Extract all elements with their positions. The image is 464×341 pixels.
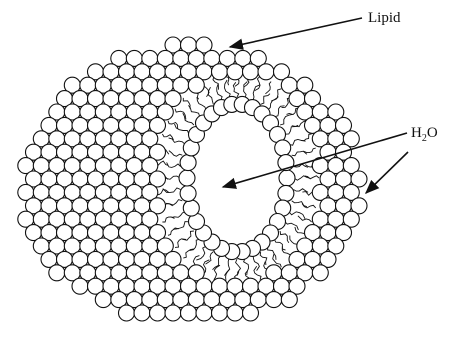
lipid-tail [280, 114, 293, 125]
lipid-tail [167, 162, 181, 167]
lipid-tail [208, 87, 213, 104]
lipid-head [281, 292, 297, 308]
lipid-tail [175, 124, 190, 134]
lipid-tail [303, 148, 315, 153]
lipid-head [196, 305, 212, 321]
inner-lipid-head [279, 170, 295, 186]
inner-lipid-head [183, 200, 199, 216]
lipid-tail [302, 204, 316, 208]
lipid-tail [172, 212, 186, 218]
lipid-head [72, 278, 88, 294]
lipid-tail [280, 231, 289, 243]
lipid-head [119, 305, 135, 321]
lipid-head [312, 265, 328, 281]
lipid-arrow [230, 18, 362, 47]
lipid-head [188, 77, 204, 93]
inner-lipid-head [278, 185, 294, 201]
lipid-tail [166, 200, 182, 205]
inner-lipid-head [179, 170, 195, 186]
lipid-head [212, 305, 228, 321]
lipid-tail [261, 94, 270, 105]
lipid-tail [162, 217, 174, 222]
lipid-head [49, 265, 65, 281]
lipid-head [266, 292, 282, 308]
lipid-head [134, 305, 150, 321]
lipid-head [227, 64, 243, 80]
water-arrow-outer [366, 152, 408, 193]
water-label: H2O [411, 125, 438, 144]
lipid-tail [274, 239, 285, 250]
inner-lipid-head [275, 140, 291, 156]
lipid-tail [285, 222, 298, 230]
lipid-head [95, 292, 111, 308]
lipid-tail [169, 138, 186, 145]
lipid-head [181, 305, 197, 321]
lipid-head [243, 64, 259, 80]
lipid-tail [169, 151, 182, 157]
inner-lipid-head [180, 155, 196, 171]
lipid-tail [292, 201, 307, 207]
liposome [18, 37, 367, 321]
lipid-tail [289, 212, 305, 219]
lipid-head [227, 305, 243, 321]
lipid-label: Lipid [368, 10, 401, 26]
lipid-tail [268, 97, 279, 110]
water-label-h: H [411, 125, 422, 141]
lipid-tail [254, 266, 261, 279]
lipid-tail [206, 252, 214, 264]
lipid-head [243, 305, 259, 321]
lipid-tail [253, 256, 259, 271]
lipid-tail [292, 121, 306, 127]
lipid-tail [265, 82, 271, 94]
lipid-heads [18, 37, 367, 321]
water-label-o: O [427, 125, 438, 141]
inner-lipid-head [180, 185, 196, 201]
lipid-head [258, 64, 274, 80]
lipid-tail [301, 134, 312, 141]
lipid-head [165, 305, 181, 321]
lipid-tail [183, 113, 194, 125]
lipid-head [212, 64, 228, 80]
lipid-head [150, 305, 166, 321]
lipid-tail [217, 84, 222, 100]
lipid-tail [190, 239, 200, 250]
lipid-tail [164, 175, 180, 180]
lipid-tail [225, 80, 231, 98]
lipid-tail [268, 246, 276, 260]
lipid-tail [244, 82, 248, 98]
lipid-tail [196, 246, 206, 260]
lipid-tail [260, 252, 267, 265]
